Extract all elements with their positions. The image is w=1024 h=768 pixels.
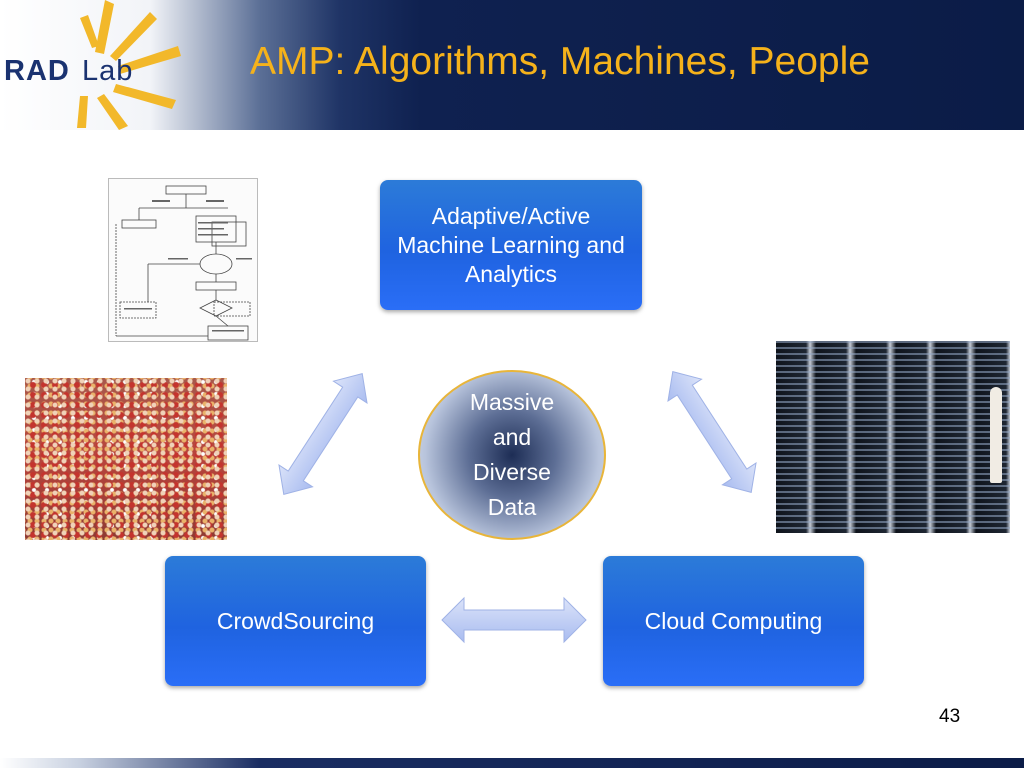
slide-title: AMP: Algorithms, Machines, People bbox=[250, 40, 870, 83]
center-data-circle: Massive and Diverse Data bbox=[418, 370, 606, 540]
arrow-top-right bbox=[667, 370, 757, 494]
crowd-photo bbox=[25, 378, 227, 540]
center-data-label: Massive and Diverse Data bbox=[469, 389, 555, 520]
flowchart-image bbox=[108, 178, 258, 342]
rad-lab-logo: RAD Lab bbox=[4, 0, 181, 130]
slide-header: RAD Lab AMP: Algorithms, Machines, Peopl… bbox=[0, 0, 1024, 130]
slide-footer-bar bbox=[0, 758, 1024, 768]
page-number: 43 bbox=[939, 706, 961, 727]
arrow-bottom bbox=[441, 596, 587, 644]
svg-text:Lab: Lab bbox=[82, 55, 133, 87]
node-crowdsourcing-label: CrowdSourcing bbox=[216, 607, 375, 634]
arrow-top-left bbox=[278, 372, 368, 496]
node-machine-learning-label: Adaptive/Active Machine Learning and Ana… bbox=[397, 202, 625, 287]
node-machine-learning: Adaptive/Active Machine Learning and Ana… bbox=[380, 180, 642, 310]
node-cloud-computing-label: Cloud Computing bbox=[644, 607, 823, 634]
node-cloud-computing: Cloud Computing bbox=[603, 556, 864, 686]
svg-text:RAD: RAD bbox=[4, 55, 70, 87]
server-rack-photo bbox=[776, 341, 1010, 533]
node-crowdsourcing: CrowdSourcing bbox=[165, 556, 426, 686]
